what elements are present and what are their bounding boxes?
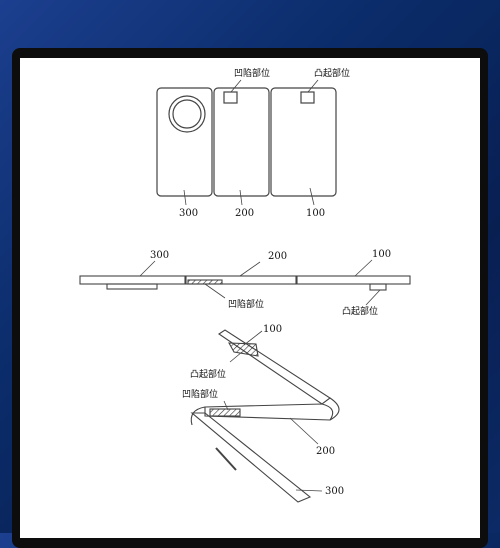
figure1-unfolded-panels — [156, 79, 337, 206]
figure3-label-100: 100 — [263, 324, 282, 335]
folded-recess-hatch — [209, 408, 241, 417]
folded-bump-hatch — [228, 342, 259, 357]
figure1-recess-label: 凹陷部位 — [234, 67, 270, 79]
bump-marker — [300, 91, 315, 104]
figure2-side-view — [79, 259, 411, 306]
figure1-label-300: 300 — [179, 208, 198, 219]
figure1-label-200: 200 — [235, 208, 254, 219]
figure3-label-200: 200 — [316, 446, 335, 457]
lower-hinge — [190, 406, 206, 426]
figure3-bump-label: 凸起部位 — [190, 368, 226, 380]
figure2-label-100: 100 — [372, 249, 391, 260]
figure1-label-100: 100 — [306, 208, 325, 219]
folded-panel-300 — [190, 412, 312, 503]
side-recess-hatch — [187, 279, 223, 285]
folded-panel-100 — [218, 329, 331, 405]
figure3-recess-label: 凹陷部位 — [182, 388, 218, 400]
figure2-bump-label: 凸起部位 — [342, 305, 378, 317]
camera-lens-icon — [172, 99, 202, 129]
figure2-label-300: 300 — [150, 250, 169, 261]
camera-bump — [106, 283, 158, 290]
figure3-folded-view — [190, 329, 340, 503]
side-panel-200 — [185, 275, 297, 285]
side-panel-300 — [79, 275, 186, 285]
side-bump — [369, 283, 387, 291]
panel-200 — [213, 87, 270, 197]
panel-300 — [156, 87, 213, 197]
patent-drawing-sheet — [20, 58, 480, 538]
fold-hinge — [329, 397, 340, 421]
recess-marker — [223, 91, 238, 104]
side-panel-100 — [296, 275, 411, 285]
folded-panel-200 — [204, 403, 334, 421]
camera-ring-icon — [168, 95, 206, 133]
figure1-bump-label: 凸起部位 — [314, 67, 350, 79]
panel-100 — [270, 87, 337, 197]
patent-diagram: 凹陷部位 凸起部位 300 200 100 300 200 100 凹陷部位 凸… — [79, 67, 411, 503]
figure2-label-200: 200 — [268, 251, 287, 262]
figure3-label-300: 300 — [325, 486, 344, 497]
figure2-recess-label: 凹陷部位 — [228, 298, 264, 310]
